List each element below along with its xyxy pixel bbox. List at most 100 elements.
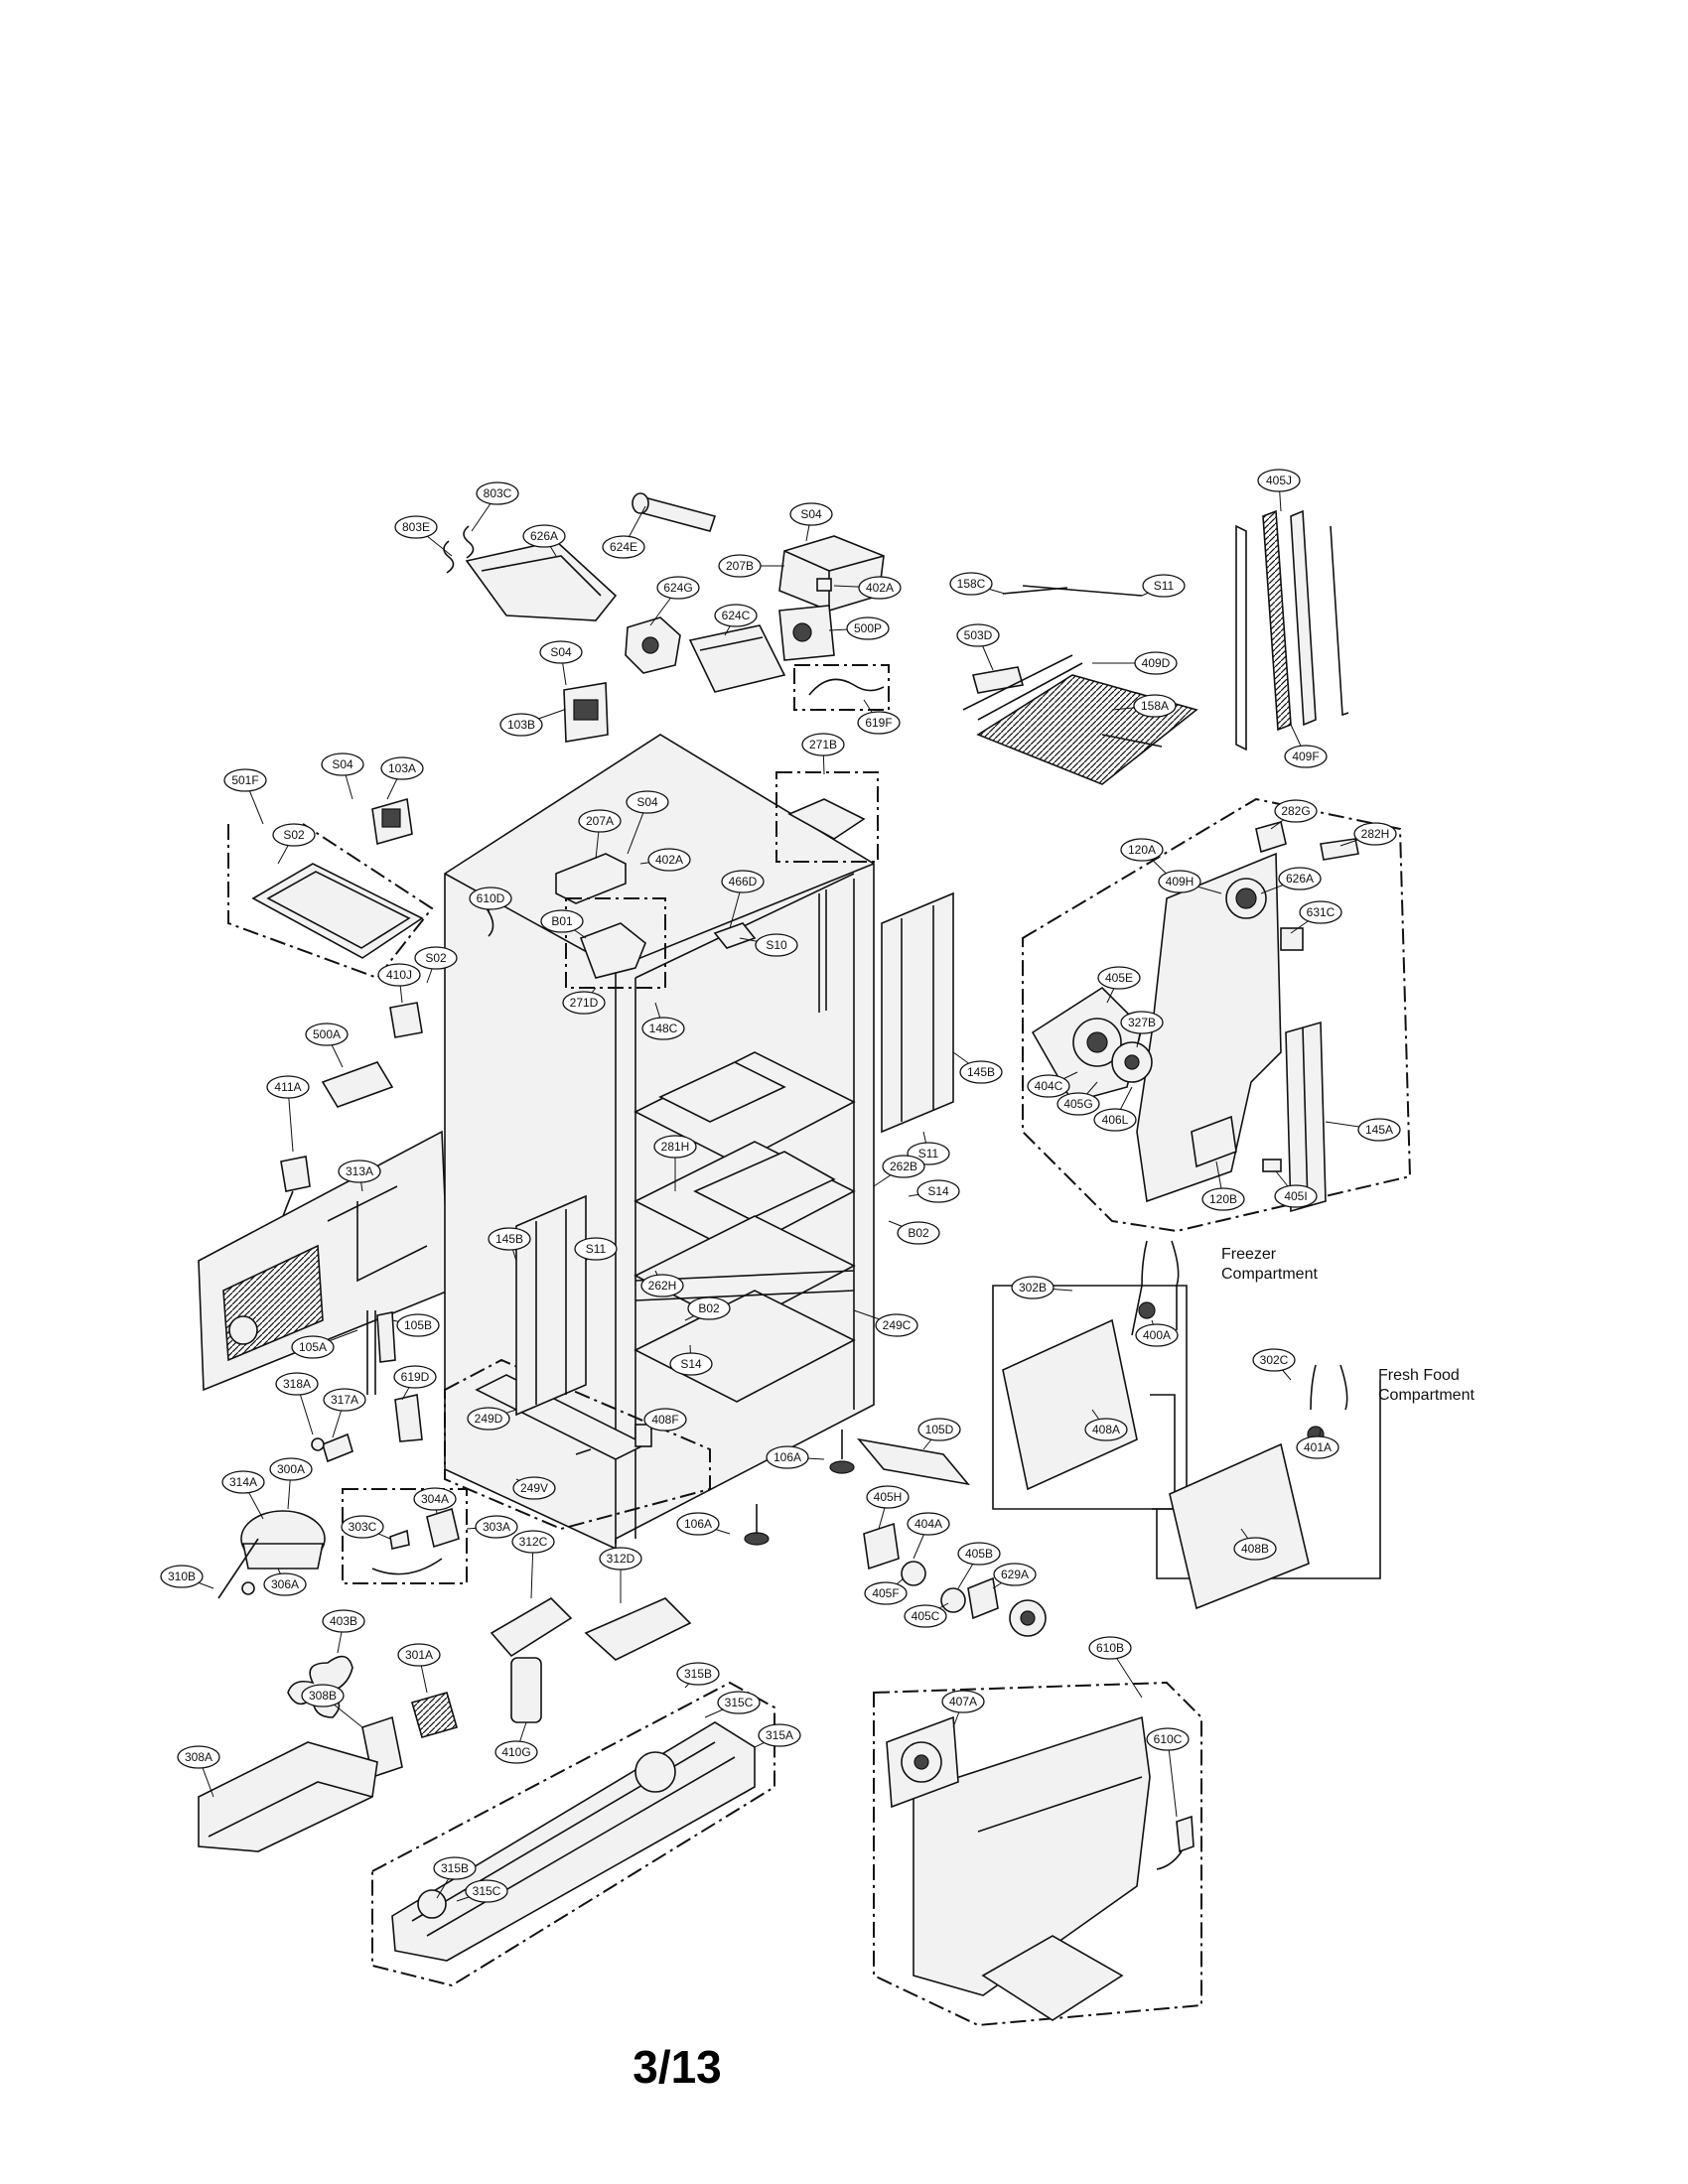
part-callout: 401A bbox=[1296, 1435, 1339, 1459]
callout-oval bbox=[714, 604, 758, 627]
part-callout: 409F bbox=[1284, 745, 1328, 768]
part-callout: 249D bbox=[467, 1407, 510, 1431]
part-callout: 408B bbox=[1233, 1537, 1277, 1561]
side-panels bbox=[515, 891, 954, 1417]
callout-label: 262B bbox=[890, 1160, 917, 1173]
callout-label: 312C bbox=[519, 1535, 548, 1549]
part-callout: 409D bbox=[1134, 651, 1178, 675]
part-callout: 262B bbox=[882, 1155, 925, 1178]
callout-label: 401A bbox=[1304, 1440, 1332, 1454]
callout-oval bbox=[377, 963, 421, 987]
part-callout: 249V bbox=[512, 1476, 556, 1500]
part-callout: 619F bbox=[857, 711, 901, 735]
part-callout: 303A bbox=[475, 1515, 518, 1539]
callout-label: 409F bbox=[1292, 750, 1319, 763]
part-callout: 103B bbox=[499, 713, 543, 737]
callout-oval bbox=[1284, 745, 1328, 768]
callout-oval bbox=[1233, 1537, 1277, 1561]
callout-oval bbox=[397, 1643, 441, 1667]
callout-oval bbox=[263, 1572, 307, 1596]
callout-oval bbox=[875, 1313, 918, 1337]
part-callout: S11 bbox=[1142, 574, 1186, 598]
callout-label: 308B bbox=[309, 1689, 337, 1703]
callout-label: 103A bbox=[388, 761, 416, 775]
callout-oval bbox=[467, 1407, 510, 1431]
part-callout: 306A bbox=[263, 1572, 307, 1596]
callout-oval bbox=[396, 1313, 440, 1337]
callout-oval bbox=[469, 887, 512, 910]
callout-oval bbox=[1146, 1727, 1190, 1751]
part-callout: 500P bbox=[846, 616, 890, 640]
callout-oval bbox=[676, 1662, 720, 1686]
callout-oval bbox=[305, 1023, 349, 1046]
part-callout: 282H bbox=[1353, 822, 1397, 846]
callout-label: 500P bbox=[854, 621, 882, 635]
callout-oval bbox=[1056, 1092, 1100, 1116]
callout-oval bbox=[676, 1512, 720, 1536]
part-callout: 271D bbox=[562, 991, 606, 1015]
callout-label: 158A bbox=[1141, 699, 1169, 713]
callout-label: 500A bbox=[313, 1027, 341, 1041]
callout-oval bbox=[1088, 1636, 1132, 1660]
callout-oval bbox=[512, 1476, 556, 1500]
callout-oval bbox=[949, 572, 993, 596]
callout-oval bbox=[578, 809, 622, 833]
part-callout: 407A bbox=[941, 1690, 985, 1713]
part-callout: 120B bbox=[1201, 1187, 1245, 1211]
callout-oval bbox=[626, 790, 669, 814]
callout-oval bbox=[864, 1581, 908, 1605]
callout-label: 404A bbox=[914, 1517, 942, 1531]
top-right-parts bbox=[962, 509, 1349, 785]
callout-label: 501F bbox=[231, 773, 258, 787]
callout-label: 120A bbox=[1128, 843, 1156, 857]
part-callout: S04 bbox=[626, 790, 669, 814]
callout-oval bbox=[475, 1515, 518, 1539]
callout-label: S14 bbox=[680, 1357, 702, 1371]
callout-oval bbox=[1252, 1348, 1296, 1372]
callout-oval bbox=[540, 909, 584, 933]
callout-label: S04 bbox=[800, 507, 822, 521]
part-callout: 404A bbox=[907, 1512, 950, 1536]
callout-label: 803E bbox=[402, 520, 430, 534]
part-callout: S11 bbox=[574, 1237, 618, 1261]
callout-label: 624E bbox=[610, 540, 637, 554]
callout-oval bbox=[1093, 1108, 1137, 1132]
callout-label: 158C bbox=[957, 577, 986, 591]
callout-oval bbox=[904, 1604, 947, 1628]
callout-oval bbox=[917, 1418, 961, 1441]
callout-oval bbox=[272, 823, 316, 847]
part-callout: 308B bbox=[301, 1684, 345, 1707]
callout-oval bbox=[476, 481, 519, 505]
callout-oval bbox=[721, 870, 765, 893]
part-callout: 310B bbox=[160, 1565, 204, 1588]
callout-label: 619D bbox=[401, 1370, 430, 1384]
part-callout: 103A bbox=[380, 756, 424, 780]
callout-oval bbox=[956, 623, 1000, 647]
callout-oval bbox=[916, 1179, 960, 1203]
part-callout: 403B bbox=[322, 1609, 365, 1633]
callout-oval bbox=[301, 1684, 345, 1707]
callout-label: 408A bbox=[1092, 1423, 1120, 1436]
part-callout: 303C bbox=[341, 1515, 384, 1539]
part-callout: 405I bbox=[1274, 1184, 1318, 1208]
callout-oval bbox=[1201, 1187, 1245, 1211]
part-callout: 631C bbox=[1299, 900, 1342, 924]
callout-oval bbox=[488, 1227, 531, 1251]
part-callout: S04 bbox=[321, 752, 364, 776]
callout-label: 404C bbox=[1035, 1079, 1063, 1093]
callout-oval bbox=[1097, 966, 1141, 990]
callout-oval bbox=[321, 752, 364, 776]
callout-oval bbox=[1158, 870, 1201, 893]
part-callout: S04 bbox=[539, 640, 583, 664]
callout-oval bbox=[275, 1372, 319, 1396]
callout-oval bbox=[177, 1745, 220, 1769]
callout-label: 315B bbox=[441, 1861, 469, 1875]
part-callout: 501F bbox=[223, 768, 267, 792]
callout-oval bbox=[269, 1457, 313, 1481]
callout-oval bbox=[393, 1365, 437, 1389]
part-callout: B02 bbox=[687, 1297, 731, 1320]
callout-label: 403B bbox=[330, 1614, 357, 1628]
part-callout: 803E bbox=[394, 515, 438, 539]
callout-oval bbox=[907, 1512, 950, 1536]
callout-label: 318A bbox=[283, 1377, 311, 1391]
